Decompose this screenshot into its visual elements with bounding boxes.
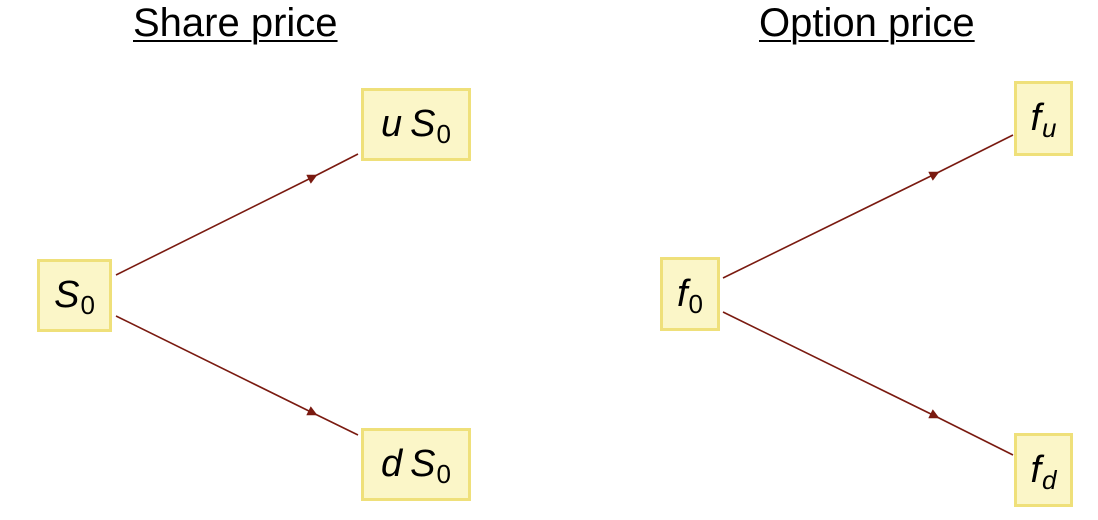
share-up-var: S [410,103,436,145]
share-down-var: S [410,443,436,485]
share-root-var: S [54,274,80,316]
share-price-heading: Share price [133,1,338,45]
share-root-sub: 0 [80,290,95,320]
share-down-edge [115,315,359,436]
share-up-sub: 0 [436,119,451,149]
option-up-edge [722,134,1014,279]
option-down-sub: d [1042,464,1057,495]
option-root-var: f [676,272,688,315]
option-up-var: f [1030,97,1042,139]
option-root-sub: 0 [688,288,704,319]
share-up-edge [115,153,359,276]
option-up-sub: u [1042,113,1057,143]
share-up-coef: u [381,103,403,145]
share-down-coef: d [381,443,403,485]
option-down-var: f [1030,448,1042,491]
share-down-sub: 0 [436,459,451,489]
option-down-edge [722,311,1014,456]
option-price-heading: Option price [759,1,975,45]
